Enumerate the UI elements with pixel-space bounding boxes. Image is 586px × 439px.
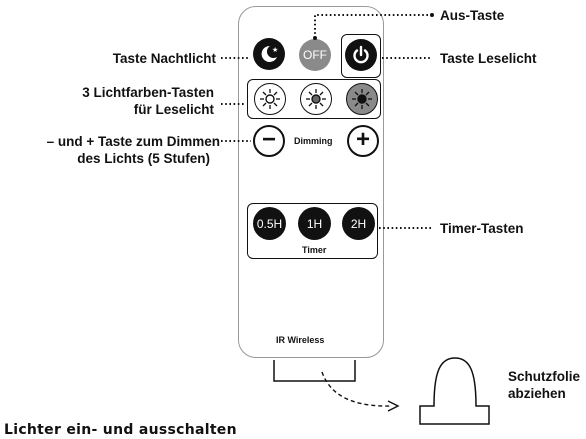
lichtfarbe-3-button[interactable] bbox=[346, 83, 378, 115]
pull-arrow bbox=[321, 371, 393, 407]
leader-lines bbox=[221, 14, 432, 229]
sun-icon bbox=[260, 89, 280, 109]
sun-dark-icon bbox=[352, 89, 372, 109]
timer-1h-button[interactable]: 1H bbox=[298, 207, 331, 240]
battery-tab bbox=[273, 360, 356, 382]
ir-wireless-label: IR Wireless bbox=[276, 335, 325, 345]
label-nachtlicht: Taste Nachtlicht bbox=[112, 51, 216, 66]
leselicht-button[interactable] bbox=[345, 39, 377, 71]
minus-label: − bbox=[261, 125, 276, 153]
label-lichtfarben-2: für Leselicht bbox=[133, 102, 214, 117]
timer-group bbox=[247, 203, 378, 259]
timer-2h-button[interactable]: 2H bbox=[342, 207, 375, 240]
off-button[interactable]: OFF bbox=[299, 39, 331, 71]
protective-film-shape bbox=[419, 357, 490, 425]
lichtfarben-group bbox=[247, 79, 381, 119]
svg-text:★: ★ bbox=[272, 46, 278, 54]
off-button-label: OFF bbox=[303, 48, 327, 62]
power-icon bbox=[353, 45, 369, 64]
timer-05h-label: 0.5H bbox=[256, 216, 283, 231]
timer-05h-button[interactable]: 0.5H bbox=[253, 207, 286, 240]
lichtfarbe-1-button[interactable] bbox=[254, 83, 286, 115]
dimming-label: Dimming bbox=[294, 136, 333, 146]
bottom-caption: Lichter ein- und ausschalten bbox=[4, 422, 237, 438]
label-leselicht: Taste Leselicht bbox=[440, 51, 537, 66]
label-dimmen-1: – und + Taste zum Dimmen bbox=[46, 134, 220, 149]
leader-dots bbox=[313, 13, 434, 40]
timer-2h-label: 2H bbox=[350, 216, 367, 231]
dimming-plus-button[interactable]: + bbox=[347, 125, 379, 157]
label-dimmen-2: des Lichts (5 Stufen) bbox=[77, 151, 210, 166]
nachtlicht-button[interactable]: ★ bbox=[253, 38, 285, 70]
plus-label: + bbox=[355, 126, 370, 153]
lichtfarbe-2-button[interactable] bbox=[300, 83, 332, 115]
leselicht-group bbox=[341, 34, 381, 78]
timer-1h-label: 1H bbox=[306, 216, 323, 231]
label-schutzfolie-2: abziehen bbox=[508, 386, 566, 401]
moon-star-icon: ★ bbox=[261, 45, 278, 62]
label-lichtfarben-1: 3 Lichtfarben-Tasten bbox=[82, 85, 214, 100]
label-timer-tasten: Timer-Tasten bbox=[440, 221, 524, 236]
pull-arrow-head bbox=[387, 400, 400, 412]
timer-label: Timer bbox=[302, 245, 327, 255]
label-aus-taste: Aus-Taste bbox=[440, 8, 505, 23]
sun-half-icon bbox=[306, 89, 326, 109]
label-schutzfolie-1: Schutzfolie bbox=[508, 369, 581, 384]
dimming-minus-button[interactable]: − bbox=[253, 125, 285, 157]
